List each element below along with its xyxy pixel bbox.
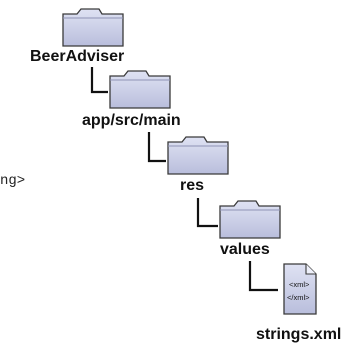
folder-icon (62, 8, 124, 47)
folder-label-root: BeerAdviser (30, 48, 125, 65)
folder-icon (109, 70, 171, 109)
folder-icon (167, 136, 229, 175)
tree-connector (248, 261, 278, 292)
xml-open-tag: <xml> (289, 280, 310, 289)
code-fragment: ng> (0, 173, 26, 189)
xml-close-tag: </xml> (287, 293, 310, 302)
folder-label-values: values (220, 241, 270, 258)
tree-connector (90, 67, 108, 94)
file-label-strings-xml: strings.xml (256, 326, 342, 343)
folder-icon (219, 200, 281, 239)
xml-file-icon: <xml> </xml> (283, 263, 317, 315)
folder-label-app-src-main: app/src/main (82, 112, 181, 129)
folder-label-res: res (180, 177, 205, 194)
tree-connector (147, 132, 166, 163)
tree-connector (196, 198, 218, 228)
